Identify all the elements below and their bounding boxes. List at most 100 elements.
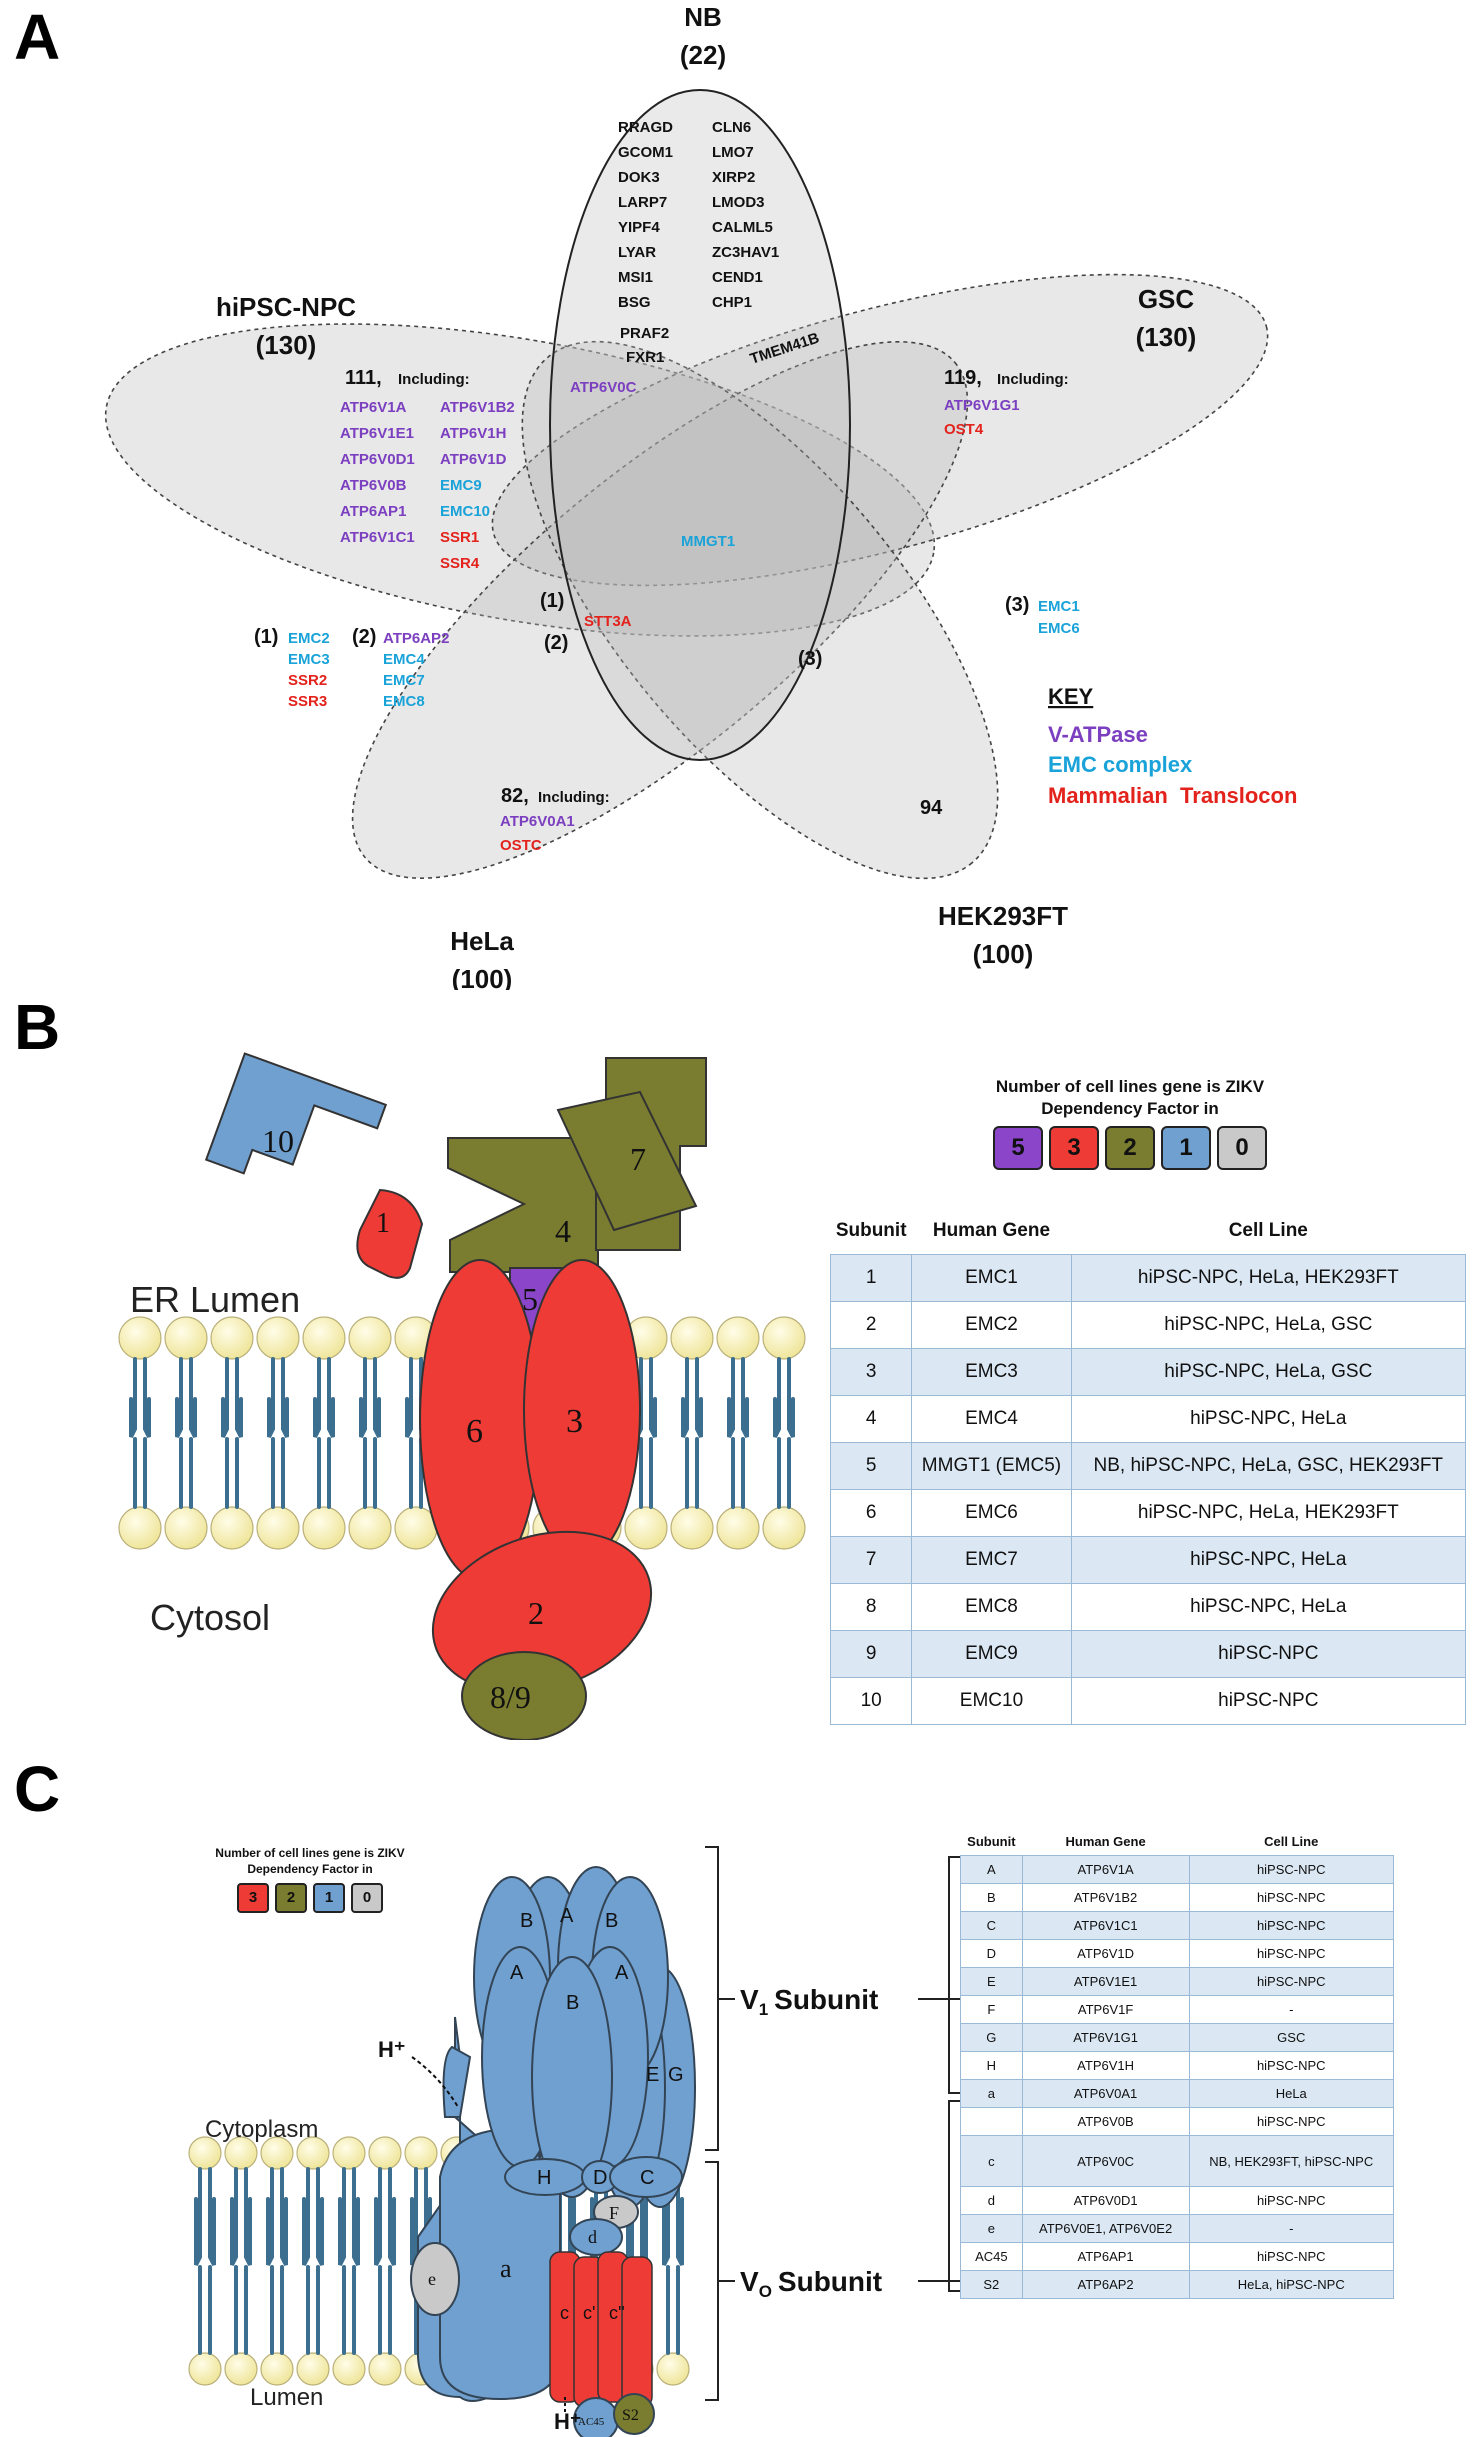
vatpase-stalk: [442, 2045, 472, 2118]
vatpase-cell-line-cell: GSC: [1188, 2023, 1394, 2052]
vatpase-cell-line-cell: HeLa, hiPSC-NPC: [1188, 2270, 1394, 2299]
gsc-only-count: 119,: [944, 367, 982, 389]
emc-gene-cell: EMC7: [911, 1536, 1072, 1584]
vatpase-cell-line-cell: hiPSC-NPC: [1188, 2242, 1394, 2271]
lipid-tail: [302, 2167, 324, 2355]
vatpase-table-brackets: [948, 1856, 963, 2292]
hela-only-including: Including:: [538, 789, 610, 806]
vatpase-label-e-small: e: [428, 2269, 436, 2289]
emc-cell-line-cell: hiPSC-NPC, HeLa, HEK293FT: [1070, 1254, 1467, 1302]
vatpase-cell-line-cell: hiPSC-NPC: [1188, 1855, 1394, 1884]
venn-gene-atp6v0c: ATP6V0C: [570, 379, 637, 396]
vatpase-subunit-b3: [531, 1956, 613, 2198]
venn-gene-group1: SSR2: [288, 672, 327, 689]
vatpase-label-a1: A: [560, 1905, 574, 1927]
vatpase-label-c-double-prime: c'': [609, 2303, 625, 2323]
emc-label-5: 5: [522, 1281, 538, 1317]
vatpase-label-d: D: [593, 2167, 607, 2189]
venn-gene-group1: SSR3: [288, 693, 327, 710]
lipid-head: [256, 1316, 300, 1360]
venn-gene-hipsc-only: ATP6V1H: [440, 425, 506, 442]
emc-label-10: 10: [262, 1123, 294, 1159]
emc-gene-cell: EMC8: [911, 1583, 1072, 1631]
lipid-head: [224, 2352, 258, 2386]
emc-cell-line-cell: hiPSC-NPC, HeLa: [1070, 1583, 1467, 1631]
venn-gene-nb-right: LMOD3: [712, 194, 765, 211]
table-header: Human Gene: [1065, 1833, 1146, 1849]
venn-gene-nb-left: BSG: [618, 294, 651, 311]
venn-gene-nb-right: CALML5: [712, 219, 773, 236]
lipid-head: [332, 2136, 366, 2170]
venn-gene-hipsc-only: SSR4: [440, 555, 480, 572]
emc-legend: Number of cell lines gene is ZIKV Depend…: [950, 1076, 1310, 1170]
venn-gsc-count: (130): [1136, 322, 1197, 352]
vatpase-gene-cell: ATP6V0E1, ATP6V0E2: [1021, 2214, 1190, 2243]
emc-cell-line-cell: hiPSC-NPC, HeLa, GSC: [1070, 1301, 1467, 1349]
vatpase-cell-line-cell: HeLa: [1188, 2079, 1394, 2108]
venn-gene-hipsc-only: ATP6V0D1: [340, 451, 415, 468]
lipid-tail: [267, 1357, 289, 1509]
vatpase-cell-line-cell: hiPSC-NPC: [1188, 2051, 1394, 2080]
venn-gene-group3: EMC1: [1038, 598, 1080, 615]
lipid-tail: [662, 2167, 684, 2355]
lipid-head: [256, 1506, 300, 1550]
vatpase-gene-cell: ATP6AP1: [1021, 2242, 1190, 2271]
emc-gene-cell: EMC10: [911, 1677, 1072, 1725]
emc-complex-diagram: 10 1 7 4 5 6 3 2 8/9 ER Lumen Cytosol: [118, 1052, 806, 1740]
vatpase-legend-title: Number of cell lines gene is ZIKV Depend…: [215, 1846, 405, 1876]
vatpase-subunit-cell: G: [960, 2023, 1023, 2052]
lipid-head: [260, 2352, 294, 2386]
vatpase-gene-cell: ATP6V1B2: [1021, 1883, 1190, 1912]
venn-gene-nb-right: XIRP2: [712, 169, 755, 186]
emc-subunit-cell: 8: [829, 1583, 913, 1631]
emc-subunit-1: [356, 1188, 424, 1279]
lipid-head: [716, 1316, 760, 1360]
group1-label: (1): [254, 626, 278, 648]
lipid-head: [296, 2352, 330, 2386]
vatpase-gene-cell: ATP6AP2: [1021, 2270, 1190, 2299]
vatpase-label-b1: B: [520, 1910, 533, 1932]
vatpase-subunit-cell: C: [960, 1911, 1023, 1940]
lipid-head: [348, 1316, 392, 1360]
emc-cell-line-cell: hiPSC-NPC, HeLa, GSC: [1070, 1348, 1467, 1396]
venn-gene-group2: EMC7: [383, 672, 425, 689]
venn-gene-hipsc-only: EMC10: [440, 503, 490, 520]
vatpase-cell-line-cell: -: [1188, 2214, 1394, 2243]
vatpase-subunit-c-ring-4: [621, 2256, 653, 2408]
vatpase-gene-cell: ATP6V1G1: [1021, 2023, 1190, 2052]
key-translocon: Mammalian Translocon: [1048, 783, 1297, 808]
lipid-tail: [266, 2167, 288, 2355]
venn-gene-hipsc-only: ATP6V1D: [440, 451, 507, 468]
vatpase-cell-line-cell: hiPSC-NPC: [1188, 2186, 1394, 2215]
lipid-tail: [221, 1357, 243, 1509]
lipid-head: [164, 1316, 208, 1360]
lumen-label: Lumen: [250, 2384, 323, 2411]
legend-chip-1: 1: [1161, 1126, 1211, 1170]
emc-gene-cell: EMC2: [911, 1301, 1072, 1349]
venn-gene-hipsc-only: ATP6V1A: [340, 399, 407, 416]
venn-gene-nb-left: RRAGD: [618, 119, 673, 136]
vatpase-subunit-c: [609, 2156, 683, 2198]
table-header: Human Gene: [932, 1220, 1051, 1241]
lipid-tail: [727, 1357, 749, 1509]
proton-bottom-label: H⁺: [554, 2409, 582, 2434]
vatpase-gene-cell: ATP6V0C: [1021, 2135, 1190, 2187]
emc-label-1: 1: [376, 1208, 390, 1239]
lipid-head: [762, 1506, 806, 1550]
emc-label-7: 7: [630, 1141, 646, 1177]
venn-count-2: (2): [544, 632, 568, 654]
vatpase-cell-line-cell: hiPSC-NPC: [1188, 1883, 1394, 1912]
venn-hela-count: (100): [452, 964, 513, 990]
vatpase-gene-cell: ATP6V0B: [1021, 2107, 1190, 2136]
venn-gene-nb-right: LMO7: [712, 144, 754, 161]
venn-set-hela: [351, 340, 969, 880]
emc-subunit-cell: 2: [829, 1301, 913, 1349]
